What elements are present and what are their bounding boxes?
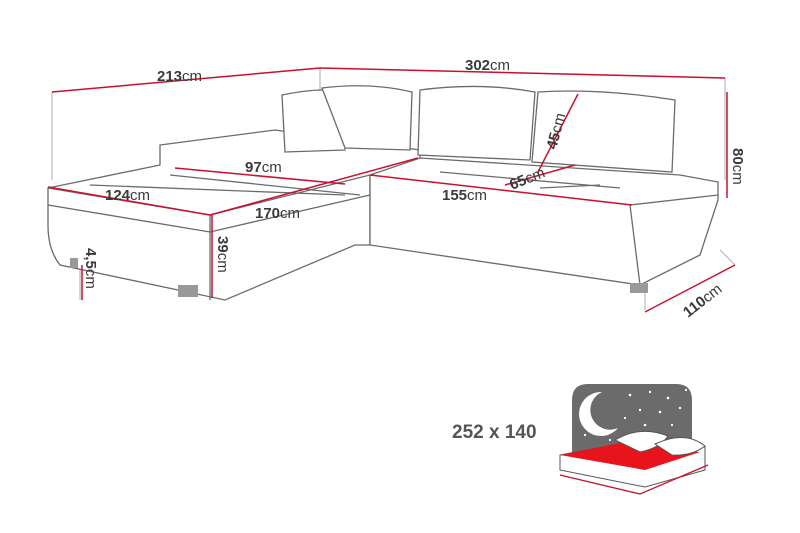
sofa-leg <box>178 285 198 297</box>
bed-size-label: 252 x 140 <box>452 422 537 443</box>
dim-213: 213cm <box>157 68 202 85</box>
dimension-lines <box>47 67 736 313</box>
sofa-leg <box>70 258 78 268</box>
dim-97: 97cm <box>245 159 282 176</box>
dim-110: 110cm <box>680 281 725 322</box>
dim-170: 170cm <box>255 205 300 222</box>
dim-45: 45cm <box>543 111 569 151</box>
dim-39: 39cm <box>214 236 231 273</box>
sofa-outline <box>47 85 719 301</box>
dim-302: 302cm <box>465 57 510 74</box>
dim-65: 65cm <box>507 164 547 194</box>
sofa-leg <box>630 283 648 293</box>
dim-4-5: 4,5cm <box>82 248 99 289</box>
dim-124: 124cm <box>105 187 150 204</box>
bed-night-icon <box>559 384 709 495</box>
dim-155: 155cm <box>442 187 487 204</box>
dim-80: 80cm <box>729 148 746 185</box>
